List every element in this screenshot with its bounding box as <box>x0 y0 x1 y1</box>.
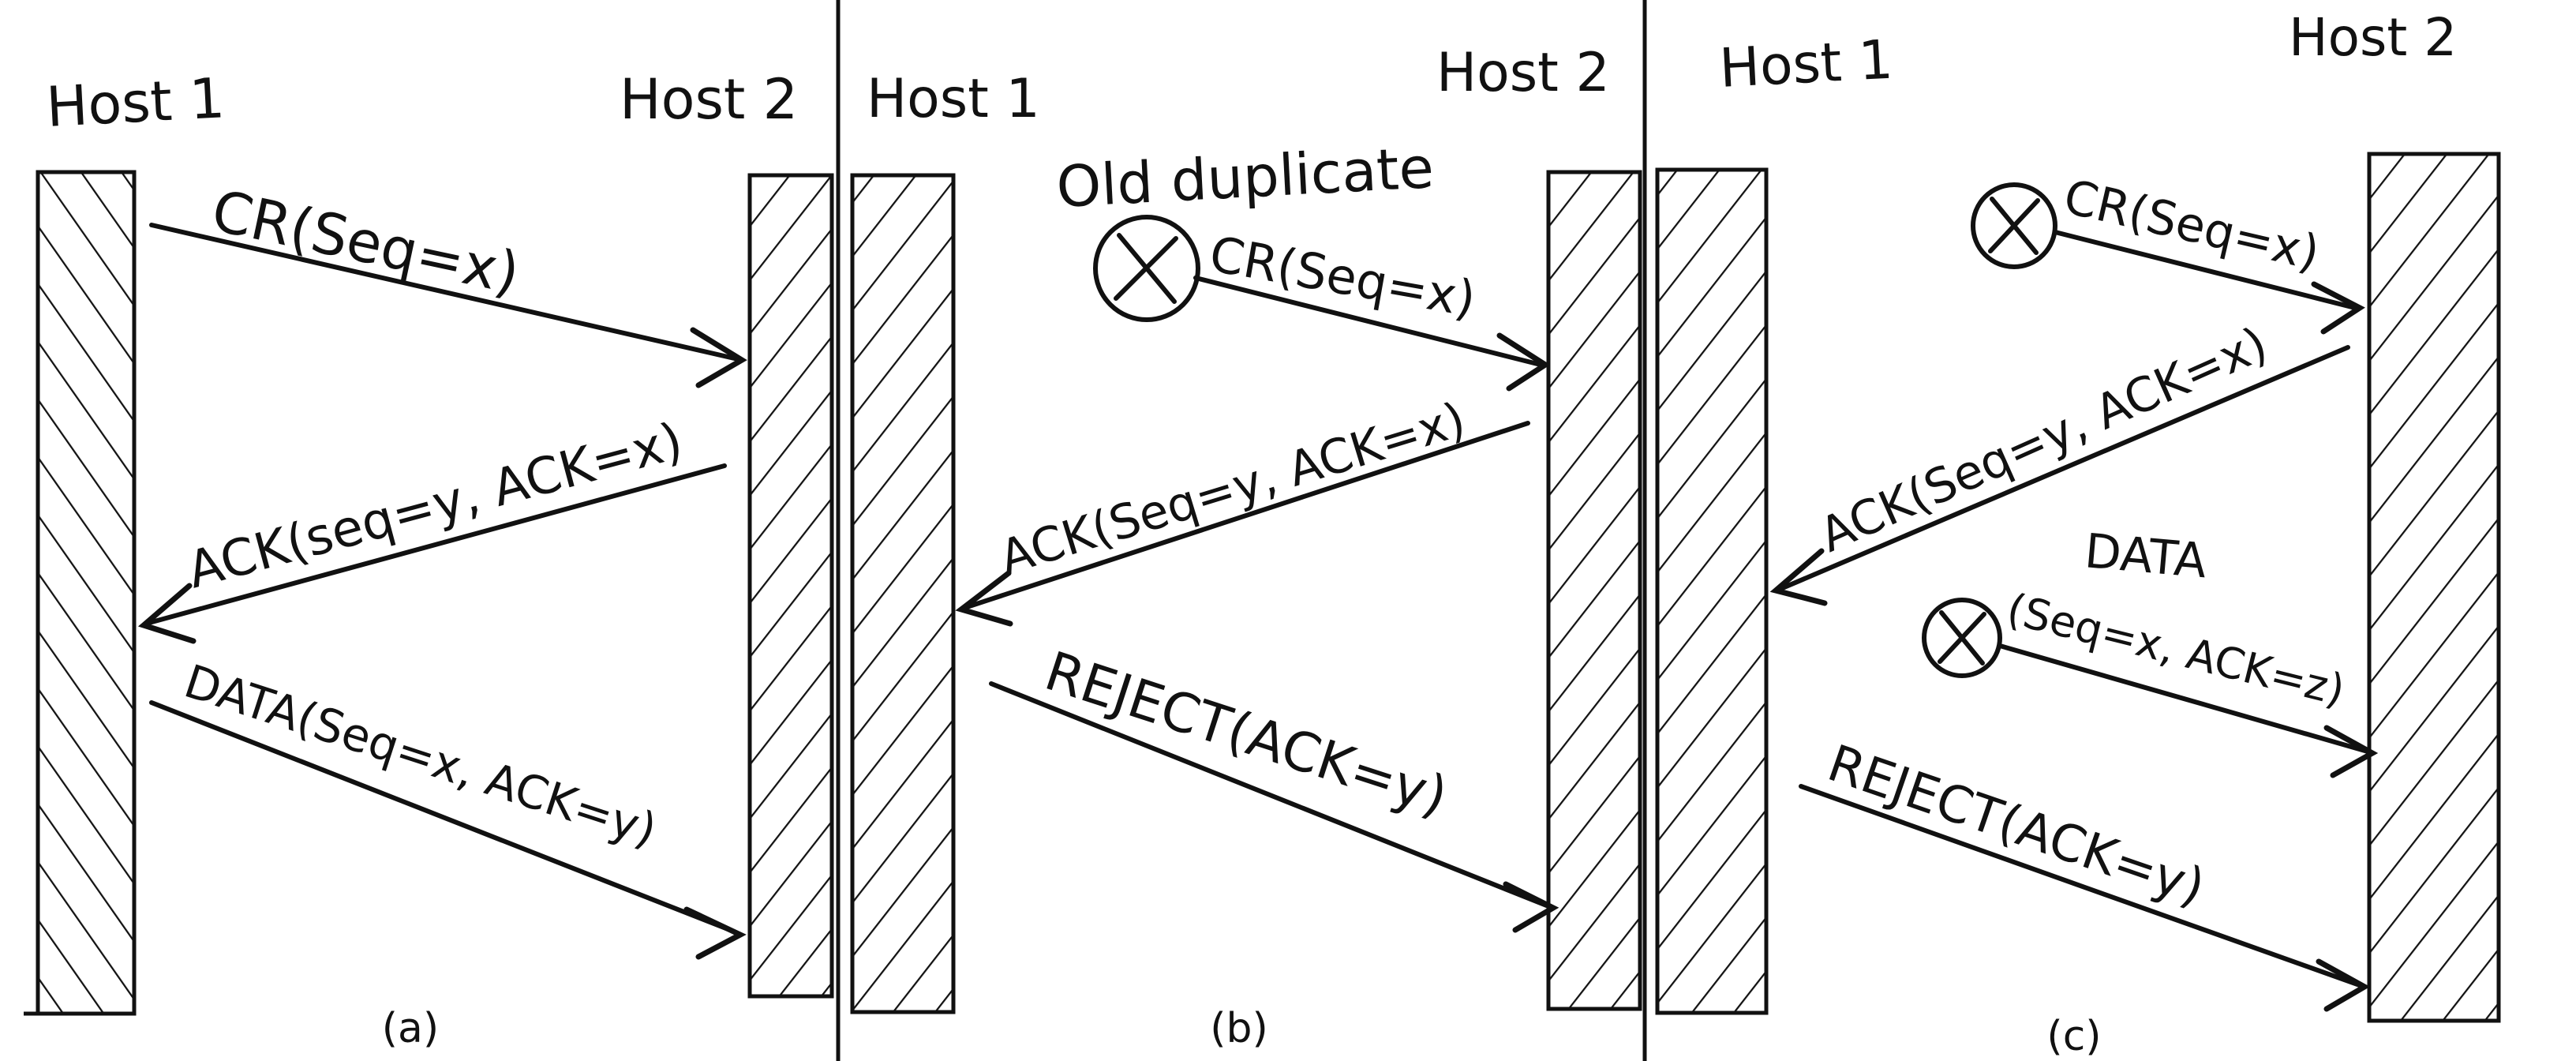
message-label: ACK(Seq=y, ACK=x) <box>994 392 1472 586</box>
panel-caption: (b) <box>1210 1005 1268 1052</box>
message-label: REJECT(ACK=y) <box>1821 734 2212 917</box>
host1-label: Host 1 <box>867 68 1040 130</box>
host1-timeline-bar <box>1655 167 1769 1015</box>
message-label: DATA <box>2083 523 2209 589</box>
arrowhead <box>2311 281 2365 335</box>
host1-label: Host 1 <box>45 66 227 140</box>
lost-packet-x-icon <box>1922 598 2002 678</box>
arrowhead <box>137 583 197 644</box>
message-arrow <box>989 681 1551 909</box>
message-arrow <box>962 421 1530 610</box>
arrowhead <box>683 906 747 960</box>
lost-packet-x-icon <box>1971 182 2057 269</box>
arrowhead <box>2316 958 2371 1012</box>
arrowhead <box>955 570 1013 627</box>
message-label: REJECT(ACK=y) <box>1038 640 1455 829</box>
arrowhead <box>1769 548 1828 606</box>
message-label: CR(Seq=x) <box>206 177 525 306</box>
message-arrow <box>149 700 736 934</box>
host2-timeline-bar <box>747 173 834 999</box>
arrowhead <box>690 327 747 388</box>
panel-c: Host 1 Host 2 CR(Seq=x) ACK(Seq=y, ACK=x… <box>1655 7 2501 1060</box>
message-arrow <box>144 463 727 626</box>
message-label: ACK(Seq=y, ACK=x) <box>1812 317 2276 564</box>
lost-packet-x-icon <box>1938 612 1986 664</box>
host1-label: Host 1 <box>1718 29 1895 100</box>
message-label: DATA(Seq=x, ACK=y) <box>178 654 663 857</box>
host2-label: Host 2 <box>620 67 798 132</box>
host2-label: Host 2 <box>1436 42 1610 104</box>
panel-a: Host 1 Host 2 CR(Seq=x) ACK(seq=y, ACK=x… <box>24 66 834 1052</box>
arrowhead <box>1503 881 1559 933</box>
panel-caption: (c) <box>2046 1013 2101 1060</box>
message-label: ACK(seq=y, ACK=x) <box>182 412 689 601</box>
message-arrow <box>149 223 740 362</box>
message-arrow <box>1799 784 2362 988</box>
message-arrow <box>1193 276 1543 367</box>
message-arrow <box>1778 345 2350 591</box>
lost-packet-x-icon <box>1114 236 1178 301</box>
host2-timeline-bar <box>2367 152 2501 1023</box>
old-duplicate-note: Old duplicate <box>1054 134 1435 220</box>
host2-timeline-bar <box>1546 170 1642 1011</box>
panel-b: Host 1 Host 2 Old duplicate CR(Seq=x) AC… <box>850 42 1642 1052</box>
arrowhead <box>1496 332 1551 392</box>
host2-label: Host 2 <box>2289 7 2457 68</box>
message-arrow <box>1998 643 2370 754</box>
host1-timeline-bar <box>36 170 137 1016</box>
panel-caption: (a) <box>382 1005 439 1052</box>
lost-packet-x-icon <box>1988 198 2040 253</box>
lost-packet-x-icon <box>1093 215 1200 322</box>
host1-timeline-bar <box>850 173 956 1014</box>
arrowhead <box>2323 725 2379 778</box>
message-arrow <box>2053 230 2357 310</box>
